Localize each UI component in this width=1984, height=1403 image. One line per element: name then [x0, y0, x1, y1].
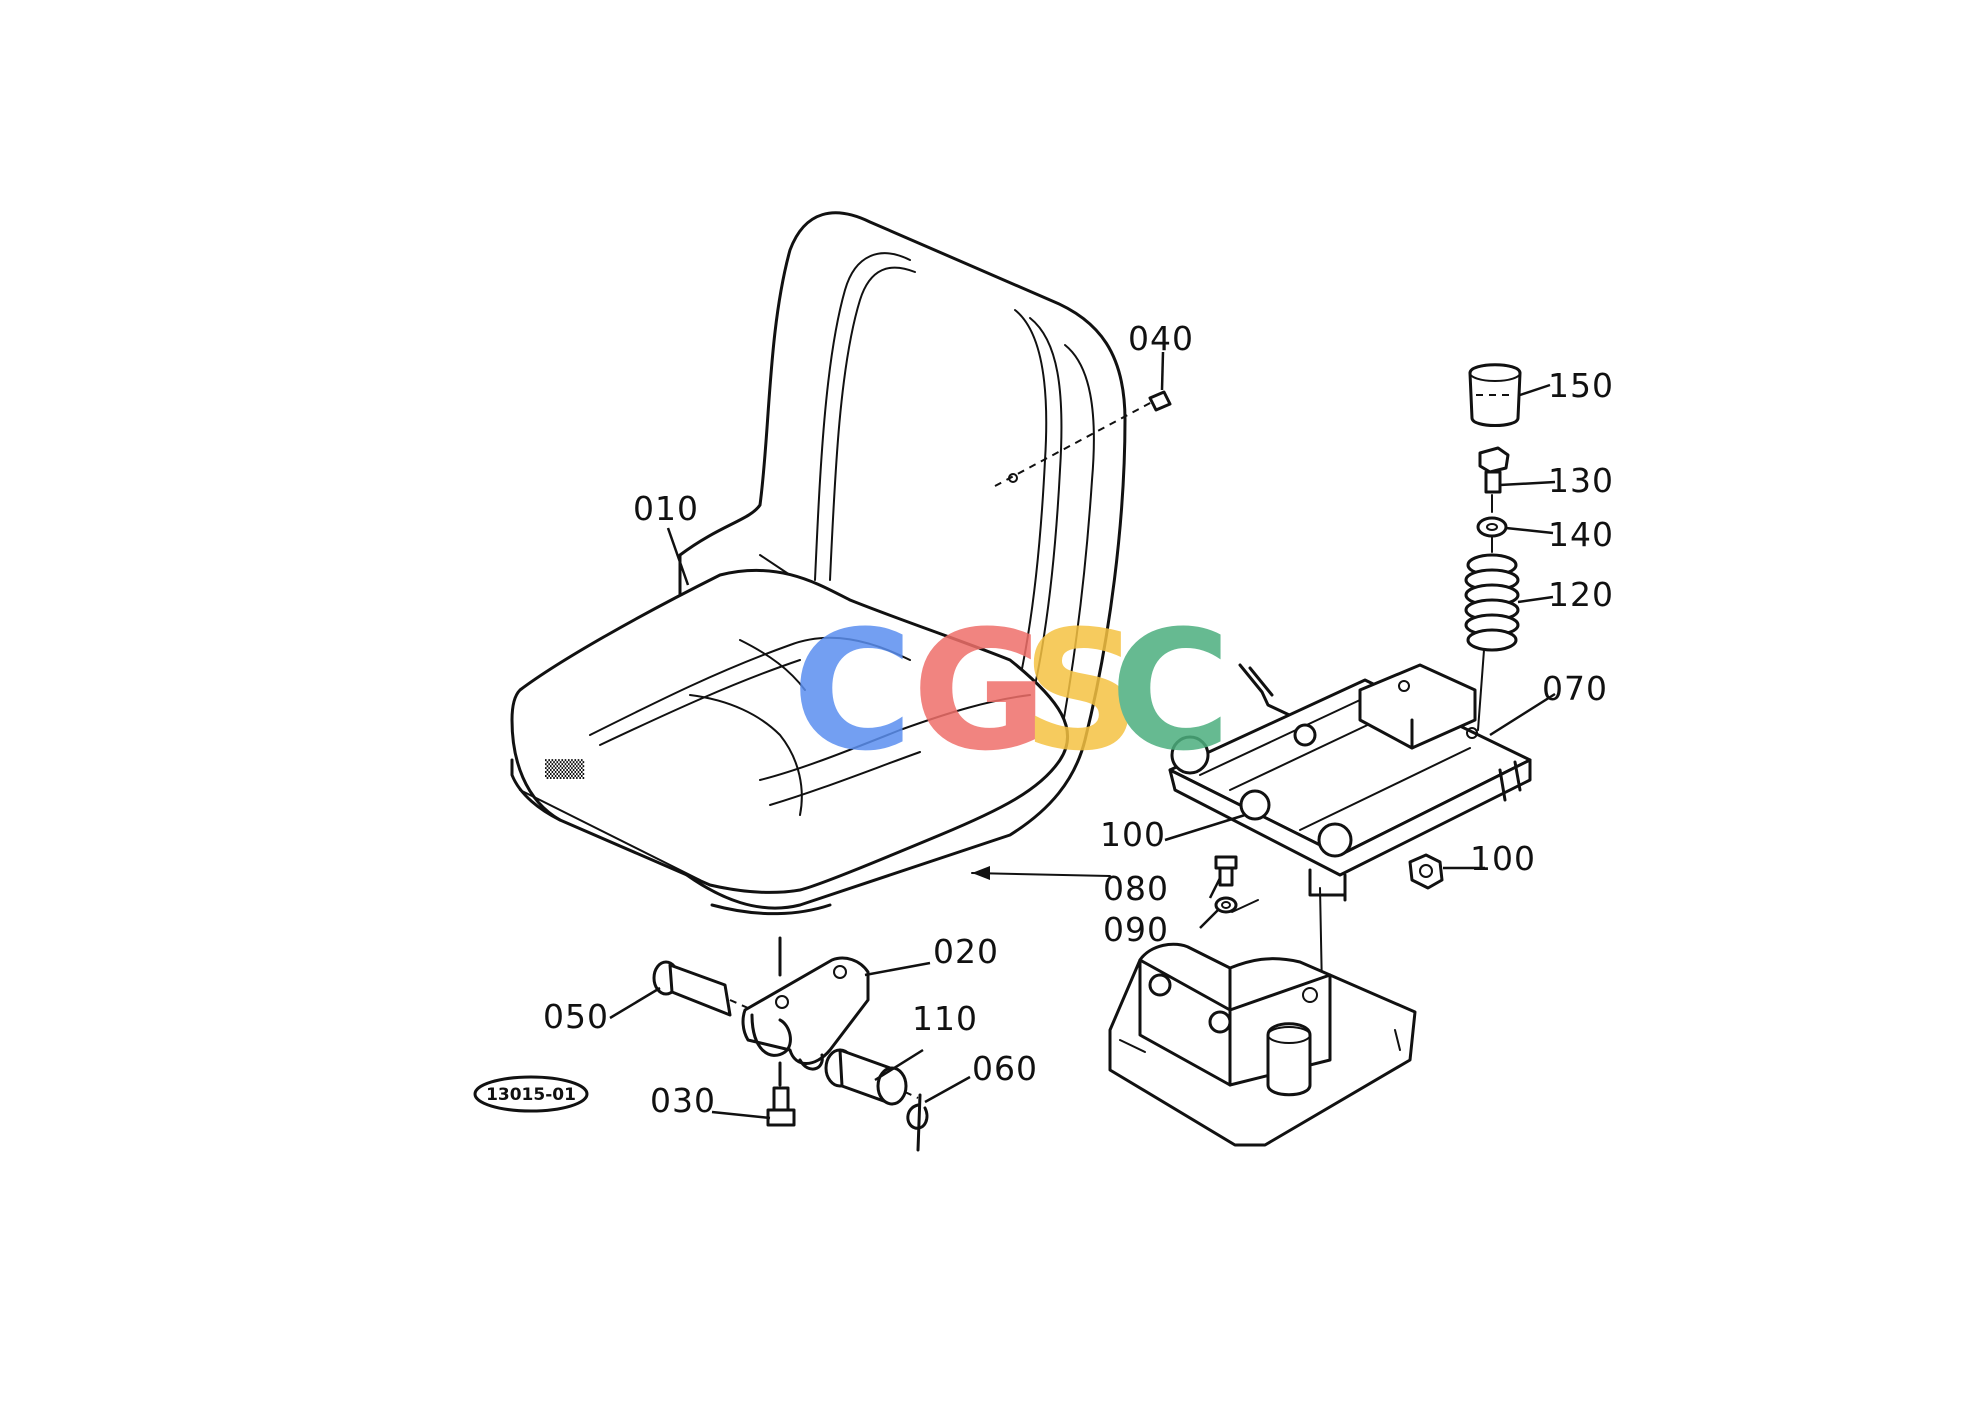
- watermark-letter-g: G: [912, 595, 1047, 787]
- spring-stack-drawing: [1464, 363, 1522, 731]
- part-label-040: 040: [1128, 319, 1194, 358]
- clip-060-drawing: [906, 1093, 929, 1152]
- part-label-100-right: 100: [1470, 839, 1536, 878]
- seat-emboss-icon: ▒▒▒: [545, 759, 585, 780]
- base-mount-drawing: [1108, 887, 1417, 1147]
- part-label-020: 020: [933, 932, 999, 971]
- watermark-logo: C G S C: [792, 595, 1231, 787]
- part-label-050: 050: [543, 997, 609, 1036]
- direction-arrow-icon: [971, 866, 1111, 880]
- part-label-030: 030: [650, 1081, 716, 1120]
- watermark-letter-c2: C: [1110, 595, 1231, 787]
- washer-090-drawing: [1214, 896, 1238, 914]
- nut-100-right-drawing: [1408, 853, 1444, 890]
- watermark-letter-s: S: [1022, 595, 1141, 787]
- pin-050-drawing: [652, 960, 749, 1017]
- part-label-100-left: 100: [1100, 815, 1166, 854]
- reference-code-text: 13015-01: [486, 1085, 576, 1105]
- part-label-120: 120: [1548, 575, 1614, 614]
- part-label-130: 130: [1548, 461, 1614, 500]
- reference-code-badge: 13015-01: [473, 1075, 589, 1113]
- part-label-070: 070: [1542, 669, 1608, 708]
- part-label-150: 150: [1548, 366, 1614, 405]
- part-label-090: 090: [1103, 910, 1169, 949]
- hinge-bracket-drawing: [741, 936, 870, 1071]
- slide-rail-drawing: [1168, 663, 1532, 902]
- bolt-030-drawing: [766, 1061, 796, 1127]
- part-label-010: 010: [633, 489, 699, 528]
- part-label-110: 110: [912, 999, 978, 1038]
- leader-lines: [609, 351, 1556, 1120]
- seat-drawing: ▒▒▒: [510, 211, 1172, 916]
- sleeve-110-drawing: [824, 1048, 919, 1106]
- watermark-letter-c1: C: [792, 595, 913, 787]
- part-label-140: 140: [1548, 515, 1614, 554]
- part-label-060: 060: [972, 1049, 1038, 1088]
- part-label-080: 080: [1103, 869, 1169, 908]
